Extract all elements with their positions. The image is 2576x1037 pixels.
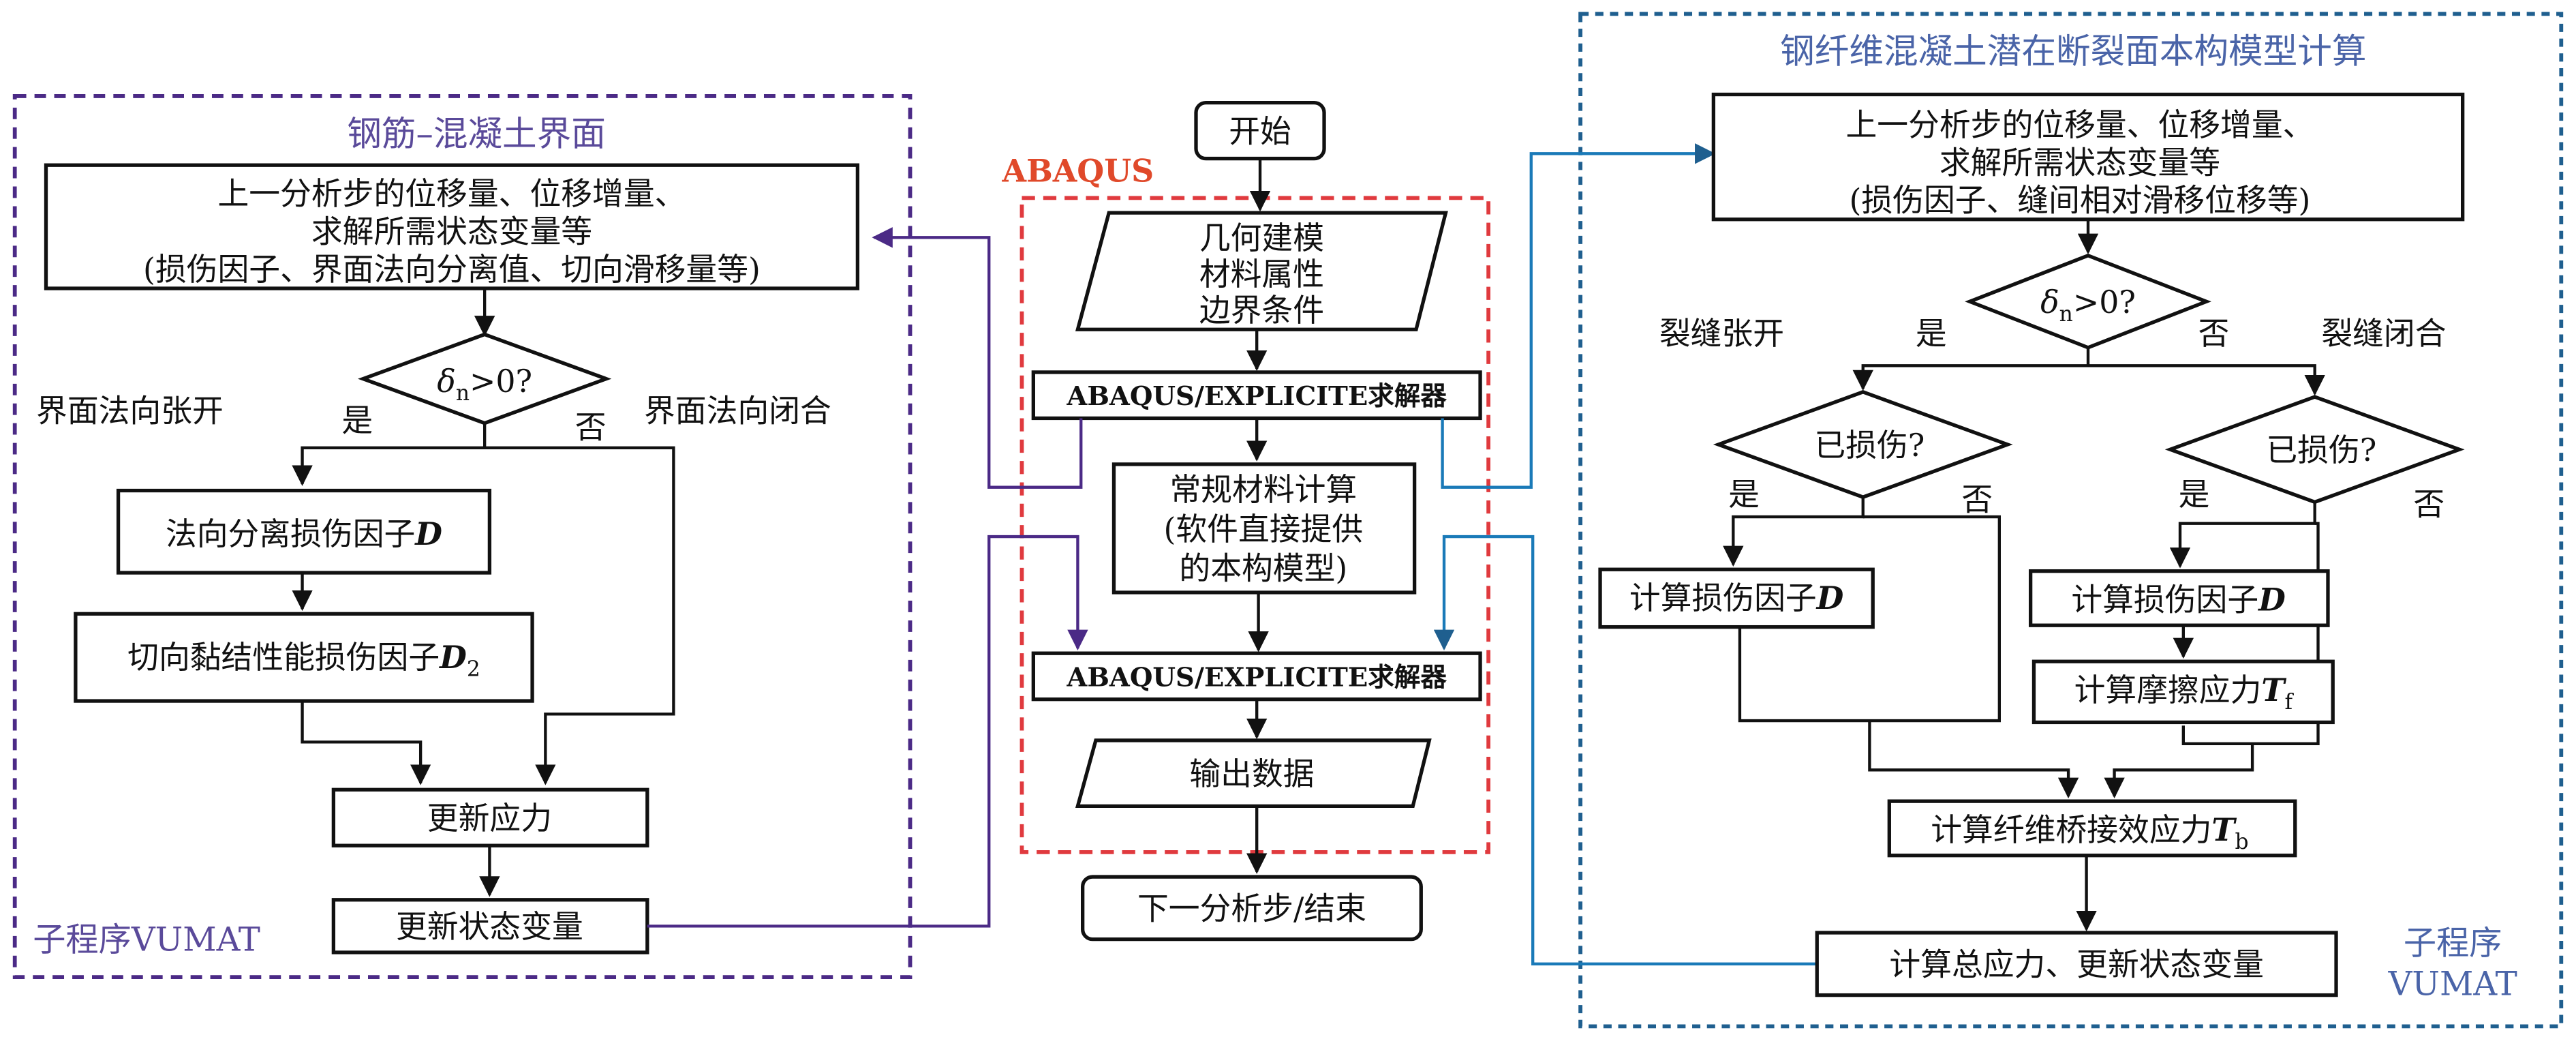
model-input-line-1: 几何建模 (1199, 220, 1324, 256)
right-right-no-line (2181, 522, 2320, 745)
right-input-line-1: 上一分析步的位移量、位移增量、 (1845, 106, 2314, 143)
right-branch-left (1852, 347, 2090, 391)
right-footer-label-1: 子程序 (2404, 924, 2502, 962)
left-frame-title: 钢筋–混凝土界面 (347, 113, 606, 153)
left-open-label: 界面法向张开 (36, 392, 224, 429)
left-input-line-2: 求解所需状态变量等 (311, 213, 592, 250)
right-close-label: 裂缝闭合 (2321, 315, 2446, 352)
right-bridging-node[interactable]: 计算纤维桥接效应力Tb (1887, 799, 2297, 858)
right-damaged-decision-left[interactable]: 已损伤? (1713, 390, 2013, 499)
left-input-line-3: (损伤因子、界面法向分离值、切向滑移量等) (143, 251, 761, 288)
right-input-line-3: (损伤因子、缝间相对滑移位移等) (1850, 182, 2311, 219)
solver2-node[interactable]: ABAQUS/EXPLICITE求解器 (1031, 651, 1482, 702)
right-no-right-label: 否 (2413, 486, 2444, 523)
right-left-yes-line (1723, 497, 1865, 567)
right-right-yes-line (2169, 502, 2316, 569)
right-damaged-left-text: 已损伤? (1814, 427, 1925, 464)
conventional-material-node[interactable]: 常规材料计算 (软件直接提供 的本构模型) (1111, 462, 1417, 595)
output-data-node[interactable]: 输出数据 (1075, 738, 1432, 809)
left-tangent-to-update (301, 701, 431, 785)
left-update-stress-node[interactable]: 更新应力 (331, 787, 649, 847)
right-branch-right (2088, 364, 2325, 396)
left-update-state-text: 更新状态变量 (396, 908, 583, 945)
right-right-merge-line (2104, 743, 2254, 798)
left-no-branch-line (485, 446, 675, 785)
right-open-label: 裂缝张开 (1659, 315, 1784, 352)
left-tangent-damage-text: 切向黏结性能损伤因子D2 (127, 639, 480, 682)
left-input-node[interactable]: 上一分析步的位移量、位移增量、 求解所需状态变量等 (损伤因子、界面法向分离值、… (44, 163, 860, 290)
abaqus-frame (1019, 196, 1490, 854)
right-friction-node[interactable]: 计算摩擦应力Tf (2031, 659, 2335, 725)
output-data-text: 输出数据 (1189, 755, 1314, 792)
left-branch-line (292, 423, 487, 486)
solver1-node[interactable]: ABAQUS/EXPLICITE求解器 (1031, 370, 1482, 421)
left-update-stress-text: 更新应力 (427, 800, 552, 837)
left-normal-damage-node[interactable]: 法向分离损伤因子D (116, 488, 492, 575)
right-footer-label-2: VUMAT (2388, 965, 2517, 1004)
right-left-no-line (1738, 515, 2002, 723)
left-update-state-node[interactable]: 更新状态变量 (331, 898, 649, 955)
model-input-node[interactable]: 几何建模 材料属性 边界条件 (1075, 211, 1448, 331)
right-friction-text: 计算摩擦应力Tf (2074, 672, 2295, 715)
blue-connector-right-total-to-solver2 (1433, 535, 1818, 965)
abaqus-frame-label: ABAQUS (1002, 152, 1154, 189)
purple-connector-solver1-to-left-input (872, 227, 1083, 489)
right-decision-text: δn>0? (2040, 284, 2136, 327)
right-calc-damage-right-node[interactable]: 计算损伤因子D (2028, 569, 2330, 627)
right-left-merge-line (1868, 721, 2079, 798)
conventional-line-2: (软件直接提供 (1164, 511, 1364, 547)
right-frame-title: 钢纤维混凝土潜在断裂面本构模型计算 (1780, 31, 2366, 72)
right-yes-left-label: 是 (1728, 476, 1760, 513)
right-subroutine-frame (1578, 12, 2564, 1029)
left-close-label: 界面法向闭合 (644, 392, 831, 429)
left-decision-node[interactable]: δn>0? (358, 332, 612, 425)
left-footer-label: 子程序VUMAT (33, 921, 260, 959)
right-calc-damage-right-text: 计算损伤因子D (2071, 582, 2286, 618)
right-input-node[interactable]: 上一分析步的位移量、位移增量、 求解所需状态变量等 (损伤因子、缝间相对滑移位移… (1711, 92, 2465, 222)
right-bridging-text: 计算纤维桥接效应力Tb (1931, 811, 2248, 854)
right-no-left-label: 否 (1961, 481, 1993, 517)
right-calc-damage-left-node[interactable]: 计算损伤因子D (1598, 567, 1875, 629)
right-no-label: 否 (2198, 315, 2230, 352)
conventional-line-3: 的本构模型) (1179, 550, 1347, 587)
conventional-line-1: 常规材料计算 (1169, 471, 1357, 508)
blue-connector-solver1-to-right-input (1441, 143, 1716, 489)
model-input-line-3: 边界条件 (1199, 292, 1324, 329)
purple-connector-left-state-to-solver2 (647, 535, 1088, 928)
left-yes-label: 是 (341, 402, 373, 439)
start-node[interactable]: 开始 (1194, 100, 1326, 161)
right-input-line-2: 求解所需状态变量等 (1939, 144, 2220, 181)
right-decision-node[interactable]: δn>0? (1965, 253, 2211, 350)
solver1-text: ABAQUS/EXPLICITE求解器 (1066, 381, 1447, 412)
right-total-stress-text: 计算总应力、更新状态变量 (1889, 946, 2264, 983)
model-input-line-2: 材料属性 (1199, 256, 1324, 292)
right-yes-right-label: 是 (2179, 476, 2210, 513)
left-no-label: 否 (575, 408, 607, 445)
right-yes-label: 是 (1916, 315, 1947, 352)
right-calc-damage-left-text: 计算损伤因子D (1629, 580, 1844, 616)
left-input-line-1: 上一分析步的位移量、位移增量、 (217, 175, 686, 212)
end-node[interactable]: 下一分析步/结束 (1081, 875, 1423, 942)
left-decision-text: δn>0? (437, 363, 532, 406)
solver2-text: ABAQUS/EXPLICITE求解器 (1066, 662, 1447, 693)
right-damaged-decision-right[interactable]: 已损伤? (2164, 395, 2465, 505)
left-tangent-damage-node[interactable]: 切向黏结性能损伤因子D2 (74, 612, 534, 703)
left-normal-damage-text: 法向分离损伤因子D (166, 515, 442, 552)
right-total-stress-node[interactable]: 计算总应力、更新状态变量 (1815, 931, 2338, 997)
right-damaged-right-text: 已损伤? (2266, 432, 2376, 468)
start-text: 开始 (1229, 112, 1291, 149)
end-text: 下一分析步/结束 (1137, 890, 1366, 927)
